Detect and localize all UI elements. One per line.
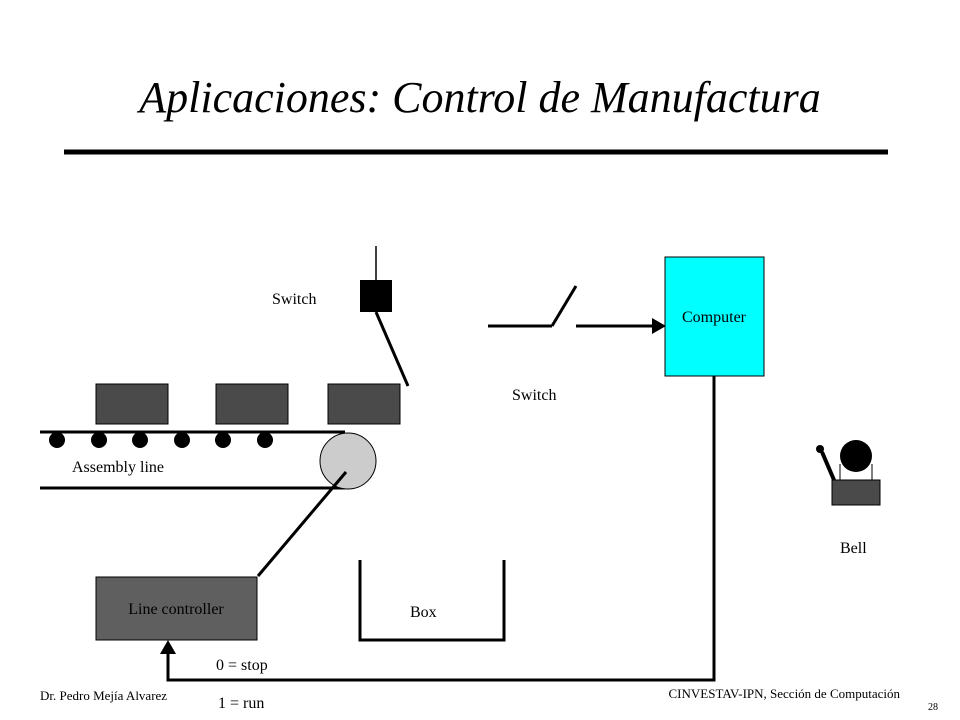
conveyor-roller-3 (132, 432, 148, 448)
conveyor-roller-1 (49, 432, 65, 448)
conveyor-roller-5 (215, 432, 231, 448)
control-wire (166, 376, 716, 682)
switch-top-label: Switch (272, 291, 316, 308)
page-number: 28 (928, 702, 938, 713)
controller-link (256, 471, 348, 577)
bell-hammer-arm (820, 451, 836, 481)
line-controller-label: Line controller (128, 601, 224, 618)
page-title: Aplicaciones: Control de Manufactura (139, 73, 821, 122)
box-label: Box (410, 604, 437, 621)
bell-dome (840, 440, 872, 472)
switch-sensor-arm (374, 311, 410, 387)
conveyor-roller-4 (174, 432, 190, 448)
line-controller-box (95, 576, 258, 641)
stop-label: 0 = stop (216, 657, 268, 674)
switch-mid-label: Switch (512, 387, 556, 404)
bell-base (831, 479, 881, 506)
switch-contact (550, 285, 578, 327)
footer-author: Dr. Pedro Mejía Alvarez (40, 688, 168, 703)
run-label: 1 = run (218, 695, 264, 712)
item-box-3 (327, 383, 401, 425)
bell-label: Bell (840, 540, 867, 557)
conveyor-end-drum (319, 432, 377, 490)
footer-institution: CINVESTAV-IPN, Sección de Computación (668, 686, 901, 701)
arrow-to-computer (652, 318, 666, 334)
arrow-to-controller (160, 640, 176, 654)
conveyor-roller-2 (91, 432, 107, 448)
assembly-line-label: Assembly line (72, 459, 164, 476)
computer-label: Computer (682, 309, 747, 326)
switch-sensor-block (360, 280, 392, 312)
item-box-2 (215, 383, 289, 425)
bell-hammer-head (816, 445, 824, 453)
item-box-1 (95, 383, 169, 425)
conveyor-roller-6 (257, 432, 273, 448)
collection-box (358, 560, 506, 642)
